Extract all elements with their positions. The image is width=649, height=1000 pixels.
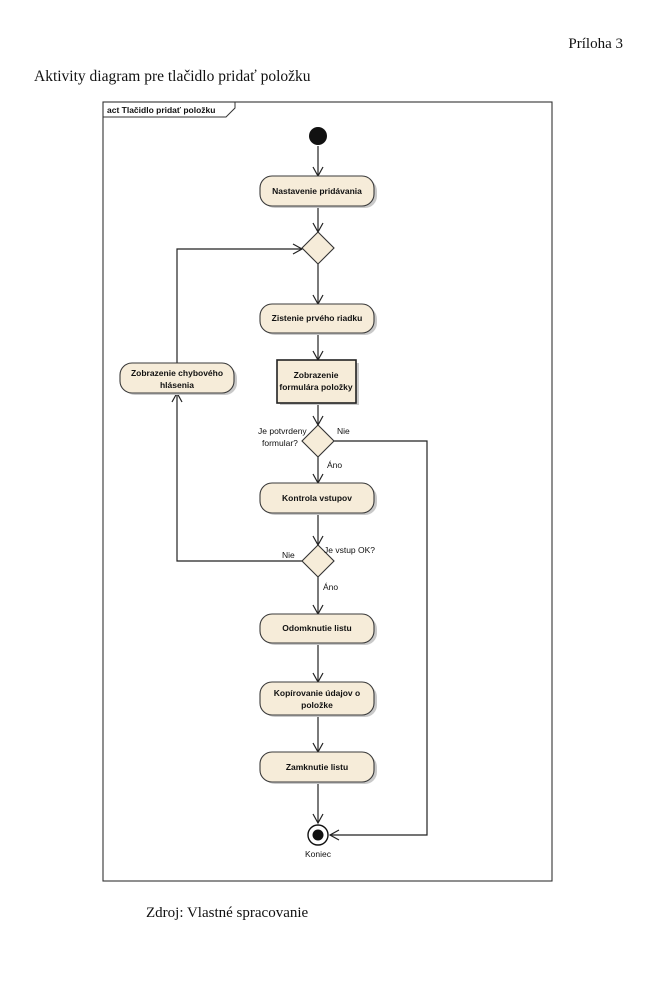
svg-text:Kopírovanie údajov o: Kopírovanie údajov o bbox=[274, 688, 360, 698]
merge-node bbox=[301, 231, 335, 265]
activity-kontrola-vstupov: Kontrola vstupov bbox=[259, 482, 377, 515]
svg-text:formular?: formular? bbox=[262, 438, 298, 448]
activity-kopirovanie-udajov: Kopírovanie údajov o položke bbox=[259, 681, 377, 717]
svg-text:položke: položke bbox=[301, 700, 333, 710]
activity-zistenie-prveho-riadku: Zistenie prvého riadku bbox=[259, 303, 377, 335]
svg-text:Zobrazenie: Zobrazenie bbox=[294, 370, 339, 380]
annex-label: Príloha 3 bbox=[568, 36, 623, 52]
final-node: Koniec bbox=[305, 824, 332, 859]
svg-text:formulára položky: formulára položky bbox=[279, 382, 352, 392]
diagram-frame bbox=[102, 101, 553, 882]
svg-text:Zistenie prvého riadku: Zistenie prvého riadku bbox=[272, 313, 363, 323]
svg-text:Odomknutie listu: Odomknutie listu bbox=[282, 623, 351, 633]
frame-tab bbox=[103, 102, 236, 118]
svg-text:Nie: Nie bbox=[282, 550, 295, 560]
svg-text:Je potvrdeny: Je potvrdeny bbox=[258, 426, 307, 436]
svg-text:Nie: Nie bbox=[337, 426, 350, 436]
svg-text:Zamknutie listu: Zamknutie listu bbox=[286, 762, 348, 772]
activity-zobrazenie-formulara: Zobrazenie formulára položky bbox=[276, 359, 359, 405]
activity-nastavenie-pridavania: Nastavenie pridávania bbox=[259, 175, 377, 208]
svg-text:Kontrola vstupov: Kontrola vstupov bbox=[282, 493, 352, 503]
svg-text:Zobrazenie chybového: Zobrazenie chybového bbox=[131, 368, 223, 378]
initial-node bbox=[309, 127, 327, 145]
svg-text:Áno: Áno bbox=[327, 460, 342, 470]
svg-text:hlásenia: hlásenia bbox=[160, 380, 194, 390]
svg-text:Áno: Áno bbox=[323, 582, 338, 592]
source-note: Zdroj: Vlastné spracovanie bbox=[146, 905, 309, 921]
activity-odomknutie-listu: Odomknutie listu bbox=[259, 613, 377, 645]
decision-input-ok: Je vstup OK? Nie Áno bbox=[282, 544, 375, 592]
activity-zamknutie-listu: Zamknutie listu bbox=[259, 751, 377, 784]
activity-zobrazenie-chyboveho-hlasenia: Zobrazenie chybového hlásenia bbox=[119, 362, 237, 395]
final-node-label: Koniec bbox=[305, 849, 332, 859]
svg-text:Je vstup OK?: Je vstup OK? bbox=[324, 545, 375, 555]
page-heading: Aktivity diagram pre tlačidlo pridať pol… bbox=[34, 68, 311, 85]
frame-label: act Tlačidlo pridať položku bbox=[107, 105, 215, 115]
svg-text:Nastavenie pridávania: Nastavenie pridávania bbox=[272, 186, 362, 196]
decision-form-confirmed: Je potvrdeny formular? Nie Áno bbox=[258, 424, 350, 470]
